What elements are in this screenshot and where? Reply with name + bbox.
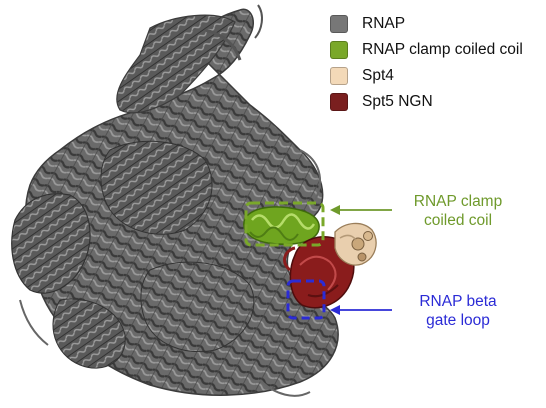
legend-label-spt5-ngn: Spt5 NGN	[362, 93, 433, 110]
beta-gate-loop-callout: RNAP beta gate loop	[419, 293, 497, 329]
spt4-structure	[334, 222, 377, 266]
legend-swatch-spt5-ngn	[330, 93, 348, 111]
legend-label-clamp-coiled-coil: RNAP clamp coiled coil	[362, 41, 523, 58]
legend-swatch-rnap	[330, 15, 348, 33]
gate-arrow	[330, 305, 392, 315]
clamp-coiled-coil-structure	[243, 206, 320, 245]
legend-label-rnap: RNAP	[362, 15, 406, 32]
rnap-structure	[11, 4, 339, 397]
clamp-highlight-box	[244, 201, 325, 247]
gate-highlight-box	[286, 279, 326, 320]
clamp-coiled-coil-callout: RNAP clamp coiled coil	[413, 193, 503, 229]
legend-label-spt4: Spt4	[362, 67, 394, 84]
legend-swatch-clamp-coiled-coil	[330, 41, 348, 59]
clamp-arrow	[330, 205, 392, 215]
legend-swatch-spt4	[330, 67, 348, 85]
